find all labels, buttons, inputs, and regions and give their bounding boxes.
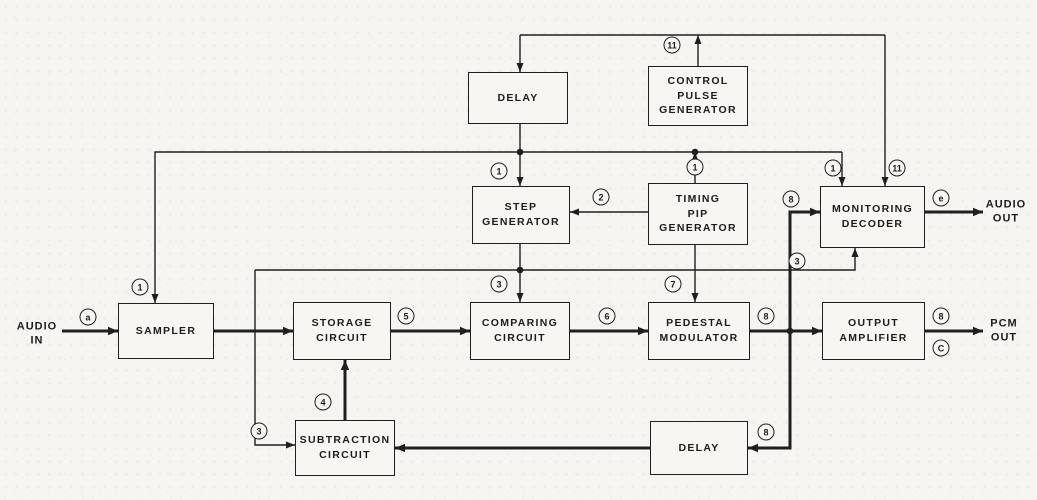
signal-badge-a: a: [79, 308, 97, 326]
block-label: CONTROL PULSE GENERATOR: [659, 74, 737, 117]
arrowhead-icon: [810, 207, 820, 217]
arrowhead-icon: [516, 293, 524, 302]
junction-dot: [786, 327, 794, 335]
io-label-pcm-out: PCM OUT: [990, 317, 1018, 344]
edge-junction-to-monitoring-decoder: [788, 210, 820, 331]
arrowhead-icon: [694, 35, 702, 44]
edge-step-bus-to-subtraction-circuit: [254, 270, 295, 446]
block-label: OUTPUT AMPLIFIER: [839, 317, 908, 344]
arrowhead-icon: [748, 443, 758, 453]
arrowhead-icon: [516, 177, 524, 186]
signal-badge-2: 2: [592, 188, 610, 206]
arrowhead-icon: [340, 360, 350, 370]
io-label-audio-out: AUDIO OUT: [985, 198, 1027, 225]
signal-badge-1: 1: [824, 159, 842, 177]
signal-badge-11: 11: [888, 159, 906, 177]
signal-badge-3: 3: [788, 252, 806, 270]
edge-timing-bus-to-sampler: [154, 151, 842, 303]
block-storage-circuit: STORAGE CIRCUIT: [293, 302, 391, 360]
io-label-audio-in: AUDIO IN: [16, 320, 58, 347]
block-label: STORAGE CIRCUIT: [311, 317, 373, 344]
signal-badge-3: 3: [490, 275, 508, 293]
block-label: MONITORING DECODER: [831, 203, 914, 230]
signal-badge-1: 1: [490, 162, 508, 180]
block-comparing-circuit: COMPARING CIRCUIT: [470, 302, 570, 360]
arrowhead-icon: [283, 326, 293, 336]
block-output-amplifier: OUTPUT AMPLIFIER: [822, 302, 925, 360]
arrowhead-icon: [851, 248, 859, 257]
arrowhead-icon: [638, 326, 648, 336]
block-timing-pip-generator: TIMING PIP GENERATOR: [648, 183, 748, 245]
arrowhead-icon: [973, 326, 983, 336]
signal-badge-C: C: [932, 339, 950, 357]
arrowhead-icon: [812, 326, 822, 336]
junction-dot: [516, 148, 524, 156]
arrowhead-icon: [570, 208, 579, 216]
junction-dot: [516, 266, 524, 274]
junction-dot: [691, 148, 699, 156]
block-delay-top: DELAY: [468, 72, 568, 124]
arrowhead-icon: [691, 293, 699, 302]
signal-badge-8: 8: [757, 307, 775, 325]
block-label: DELAY: [678, 441, 720, 454]
signal-badge-4: 4: [314, 393, 332, 411]
signal-badge-e: e: [932, 189, 950, 207]
signal-badge-1: 1: [131, 278, 149, 296]
block-subtraction-circuit: SUBTRACTION CIRCUIT: [295, 420, 395, 476]
block-label: SUBTRACTION CIRCUIT: [299, 434, 391, 461]
arrowhead-icon: [516, 63, 524, 72]
arrowhead-icon: [973, 207, 983, 217]
block-step-generator: STEP GENERATOR: [472, 186, 570, 244]
block-label: STEP GENERATOR: [482, 201, 560, 228]
block-label: SAMPLER: [135, 324, 197, 337]
signal-badge-5: 5: [397, 307, 415, 325]
signal-badge-7: 7: [664, 275, 682, 293]
arrowhead-icon: [881, 177, 889, 186]
block-control-pulse-generator: CONTROL PULSE GENERATOR: [648, 66, 748, 126]
arrowhead-icon: [151, 294, 159, 303]
signal-badge-8: 8: [932, 307, 950, 325]
block-pedestal-modulator: PEDESTAL MODULATOR: [648, 302, 750, 360]
edge-step-bus-to-monitoring-decoder: [255, 248, 856, 271]
block-sampler: SAMPLER: [118, 303, 214, 359]
block-label: COMPARING CIRCUIT: [481, 317, 559, 344]
signal-badge-6: 6: [598, 307, 616, 325]
block-monitoring-decoder: MONITORING DECODER: [820, 186, 925, 248]
arrowhead-icon: [460, 326, 470, 336]
edge-junction-to-delay-bottom: [748, 331, 792, 450]
block-label: TIMING PIP GENERATOR: [659, 192, 737, 235]
arrowhead-icon: [108, 326, 118, 336]
arrowhead-icon: [395, 443, 405, 453]
signal-badge-8: 8: [757, 423, 775, 441]
block-label: DELAY: [497, 91, 539, 104]
signal-badge-1: 1: [686, 158, 704, 176]
block-delay-bottom: DELAY: [650, 421, 748, 475]
signal-badge-8: 8: [782, 190, 800, 208]
signal-badge-3: 3: [250, 422, 268, 440]
arrowhead-icon: [286, 441, 295, 449]
block-label: PEDESTAL MODULATOR: [659, 317, 739, 344]
signal-badge-11: 11: [663, 36, 681, 54]
arrowhead-icon: [838, 177, 846, 186]
